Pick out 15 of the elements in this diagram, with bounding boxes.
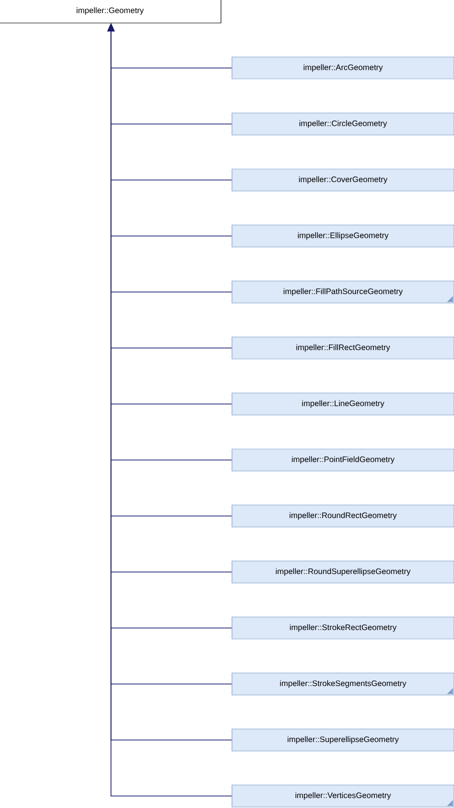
class-box: impeller::VerticesGeometry	[232, 784, 454, 808]
class-box: impeller::LineGeometry	[232, 392, 454, 416]
class-box: impeller::ArcGeometry	[232, 56, 454, 80]
class-box: impeller::Geometry	[0, 0, 222, 24]
class-box: impeller::FillPathSourceGeometry	[232, 280, 454, 304]
class-box: impeller::CircleGeometry	[232, 112, 454, 136]
class-box: impeller::PointFieldGeometry	[232, 448, 454, 472]
class-box: impeller::CoverGeometry	[232, 168, 454, 192]
class-box: impeller::EllipseGeometry	[232, 224, 454, 248]
class-box: impeller::RoundSuperellipseGeometry	[232, 560, 454, 584]
class-box: impeller::StrokeRectGeometry	[232, 616, 454, 640]
class-box: impeller::RoundRectGeometry	[232, 504, 454, 528]
class-box: impeller::StrokeSegmentsGeometry	[232, 672, 454, 696]
class-box: impeller::SuperellipseGeometry	[232, 728, 454, 752]
class-box: impeller::FillRectGeometry	[232, 336, 454, 360]
